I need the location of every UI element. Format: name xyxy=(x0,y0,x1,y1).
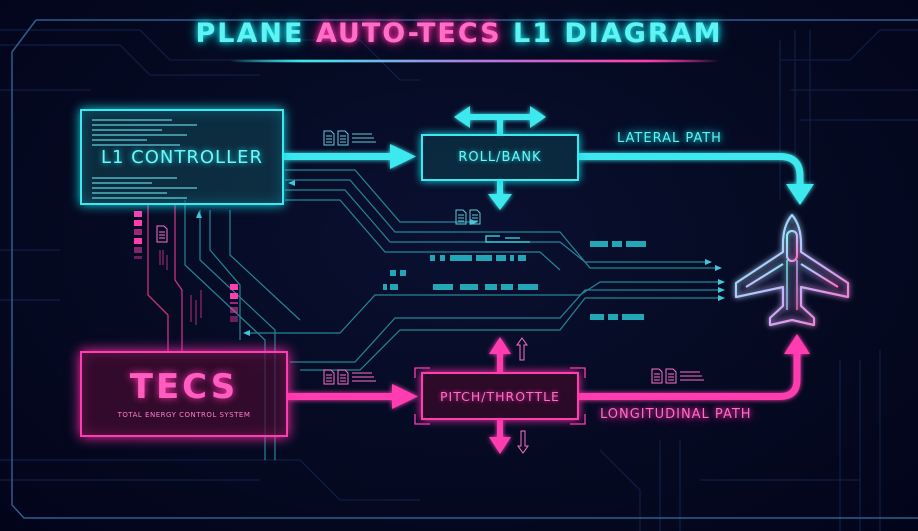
pitch-throttle-node[interactable]: PITCH/THROTTLE xyxy=(421,372,579,420)
roll-bank-node[interactable]: ROLL/BANK xyxy=(421,134,579,181)
roll-bank-label: ROLL/BANK xyxy=(458,150,542,165)
tecs-node[interactable]: TECS TOTAL ENERGY CONTROL SYSTEM xyxy=(80,351,288,437)
lateral-path-label: LATERAL PATH xyxy=(617,131,722,146)
pitch-throttle-label: PITCH/THROTTLE xyxy=(440,389,560,404)
title-part-autotecs: AUTO-TECS xyxy=(315,18,502,49)
l1-controller-label: L1 CONTROLLER xyxy=(100,147,263,168)
tecs-label: TECS xyxy=(129,367,239,407)
page-title: PLANE AUTO-TECS L1 DIAGRAM xyxy=(0,18,918,49)
title-part-plane: PLANE xyxy=(195,18,305,49)
tecs-subtitle: TOTAL ENERGY CONTROL SYSTEM xyxy=(117,411,251,419)
longitudinal-path-label: LONGITUDINAL PATH xyxy=(600,407,752,422)
document-icons-lateral xyxy=(323,130,481,225)
document-icons-longitudinal xyxy=(156,225,704,385)
l1-controller-node[interactable]: L1 CONTROLLER xyxy=(80,109,284,205)
title-part-l1-diagram: L1 DIAGRAM xyxy=(513,18,723,49)
